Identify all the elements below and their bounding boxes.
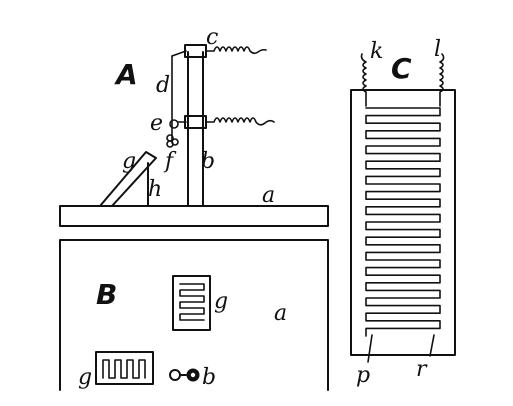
- base-plate: [59, 205, 329, 227]
- panel-b: B g a g b: [59, 239, 329, 391]
- lead-k: [360, 53, 367, 107]
- lower-grid-frame: [95, 351, 154, 385]
- wire-d-top-link: [171, 50, 187, 57]
- label-e: e: [150, 111, 163, 136]
- label-l: l: [434, 37, 441, 62]
- panel-c-title: C: [391, 52, 412, 85]
- panel-b-outline: [59, 239, 329, 391]
- panel-a-title: A: [114, 58, 138, 91]
- upper-coil-spring: [205, 46, 267, 55]
- upper-grid-meander: [179, 283, 205, 321]
- pivot-screw-e: [169, 119, 179, 129]
- panel-c-frame: [350, 89, 456, 356]
- label-b-post: b: [202, 365, 216, 390]
- label-d: d: [156, 73, 170, 98]
- label-b-rod: b: [201, 149, 215, 174]
- label-h: h: [148, 177, 162, 202]
- inclined-plate-g: [99, 151, 157, 207]
- label-f: f: [163, 149, 177, 174]
- binding-post-hole: [190, 372, 196, 378]
- label-p: p: [356, 363, 370, 388]
- label-r: r: [416, 357, 428, 382]
- label-a-panel-b: a: [274, 301, 287, 326]
- label-c: c: [206, 25, 218, 50]
- label-g: g: [122, 149, 136, 174]
- pointer-r: [429, 334, 435, 357]
- middle-coil-spring: [205, 117, 275, 126]
- lead-l: [439, 53, 445, 107]
- resistance-meander: [365, 107, 441, 337]
- binding-post-ring: [169, 369, 181, 381]
- label-g-lower: g: [78, 365, 92, 390]
- label-k: k: [370, 39, 383, 64]
- panel-a: A c d e f b g h a: [59, 25, 329, 227]
- label-g-upper: g: [214, 289, 228, 314]
- panel-b-title: B: [96, 278, 117, 311]
- bead-f-3: [166, 140, 174, 148]
- label-a-base: a: [262, 183, 275, 208]
- lower-grid-meander: [102, 359, 146, 379]
- upper-grid-frame: [172, 275, 211, 331]
- pointer-p: [367, 334, 373, 363]
- panel-c: C k l p r: [350, 37, 456, 388]
